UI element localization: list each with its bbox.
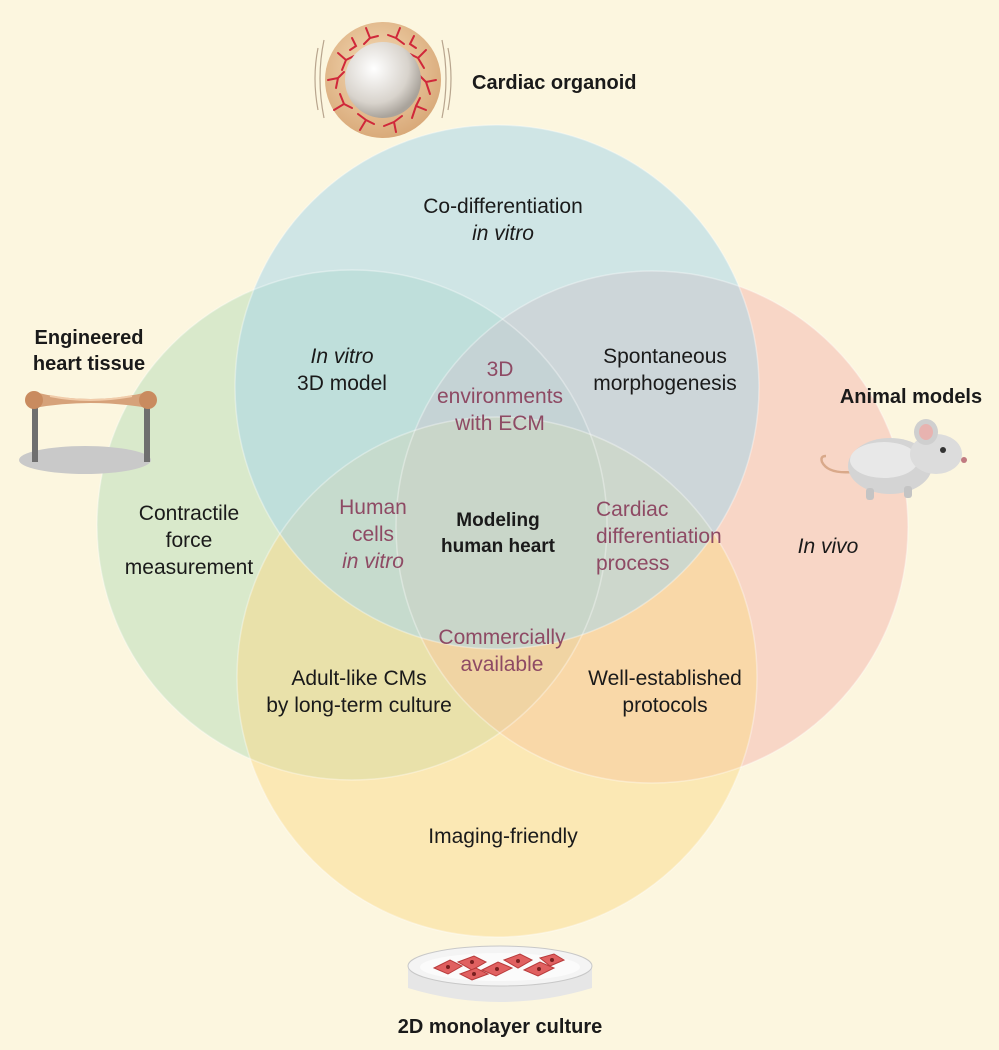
engineered-tissue-icon [19, 391, 157, 474]
monolayer-2d-title: 2D monolayer culture [397, 1016, 603, 1038]
region-commercially-available: Commercially available [438, 626, 566, 676]
animal-models-title: Animal models [839, 386, 983, 408]
region-human-cells: Human cells in vitro [339, 496, 407, 573]
cardiac-organoid-title: Cardiac organoid [472, 72, 637, 94]
region-contractile-force: Contractile force measurement [124, 502, 254, 579]
region-spontaneous: Spontaneous morphogenesis [593, 345, 737, 395]
center-label: Modeling human heart [440, 510, 556, 557]
region-in-vivo: In vivo [797, 535, 859, 558]
region-3d-environments: 3D environments with ECM [436, 358, 564, 435]
region-adult-like-cms: Adult-like CMs by long-term culture [266, 667, 452, 717]
mouse-icon [820, 419, 967, 500]
region-co-differentiation: Co-differentiation in vitro [423, 195, 583, 245]
engineered-heart-tissue-title: Engineered heart tissue [32, 327, 146, 375]
organoid-icon [314, 22, 452, 138]
petri-dish-icon [407, 945, 593, 1002]
region-in-vitro-3d: In vitro 3D model [297, 345, 387, 395]
region-well-established: Well-established protocols [588, 667, 742, 717]
circle-cardiac-organoid [235, 125, 759, 649]
region-imaging-friendly: Imaging-friendly [428, 825, 578, 848]
region-cardiac-differentiation: Cardiac differentiation process [596, 498, 722, 575]
